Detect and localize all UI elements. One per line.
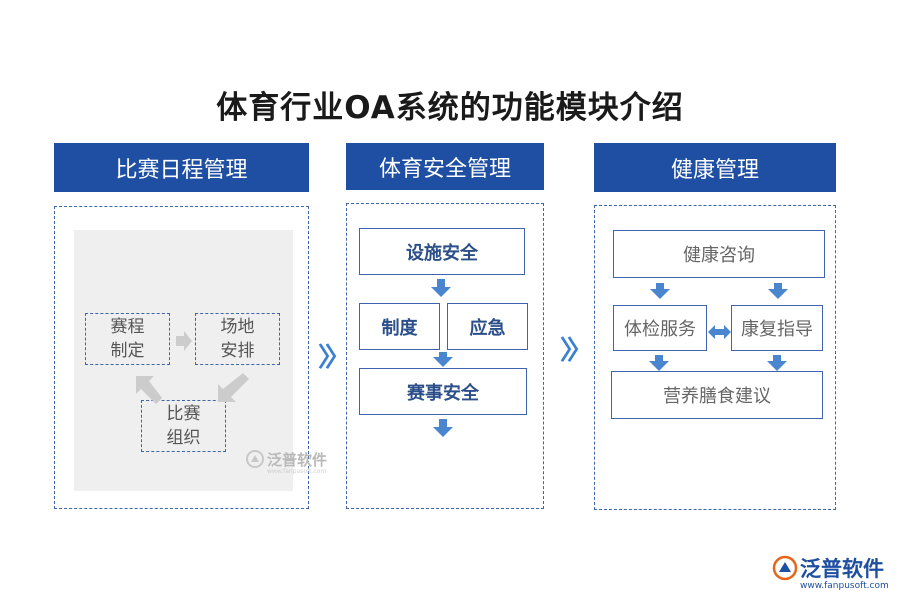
panel-schedule-management	[54, 206, 309, 509]
event-safety-box: 赛事安全	[359, 368, 527, 415]
safety-flow-arrows	[431, 279, 453, 437]
arrow-down-left-icon	[218, 373, 249, 402]
header-schedule-management: 比赛日程管理	[54, 143, 309, 192]
arrow-down-icon	[767, 355, 787, 371]
page-title: 体育行业OA系统的功能模块介绍	[216, 90, 684, 126]
schedule-gray-area	[74, 230, 293, 491]
venue-arrangement-box: 场地 安排	[195, 313, 280, 365]
health-checkup-box: 体检服务	[613, 305, 707, 351]
double-arrow-icon	[708, 325, 731, 339]
arrow-down-icon	[768, 283, 788, 299]
arrow-down-icon	[433, 352, 453, 367]
arrow-up-left-icon	[136, 376, 162, 404]
health-flow-arrows	[649, 283, 788, 371]
panel-safety-management	[346, 203, 544, 509]
arrow-down-icon	[649, 355, 669, 371]
header-safety-management: 体育安全管理	[346, 143, 544, 190]
system-box: 制度	[359, 303, 440, 350]
panel-health-management	[594, 205, 836, 510]
brand-url: www.fanpusoft.com	[800, 581, 889, 591]
double-chevron-right-icon: 〉〉	[560, 336, 593, 366]
watermark-text: 泛普软件	[267, 451, 328, 469]
brand-logo-icon	[772, 555, 798, 581]
rehab-guidance-box: 康复指导	[731, 305, 823, 351]
arrow-down-icon	[431, 279, 451, 297]
watermark-logo-icon	[246, 450, 264, 468]
arrow-down-icon	[433, 419, 453, 437]
watermark-url: www.fanpusoft.com	[267, 468, 327, 475]
arrow-right-icon	[176, 331, 192, 351]
facility-safety-box: 设施安全	[359, 228, 525, 275]
watermark-logo: 泛普软件 www.fanpusoft.com	[245, 447, 335, 477]
nutrition-advice-box: 营养膳食建议	[611, 371, 823, 419]
schedule-making-box: 赛程 制定	[85, 313, 170, 365]
brand-name: 泛普软件	[800, 557, 884, 581]
schedule-flow-arrows	[136, 331, 249, 404]
match-organization-box: 比赛 组织	[141, 400, 226, 452]
double-chevron-right-icon: 〉〉	[318, 343, 351, 373]
header-health-management: 健康管理	[594, 143, 836, 192]
health-consult-box: 健康咨询	[613, 230, 825, 278]
arrow-down-icon	[650, 283, 670, 299]
emergency-box: 应急	[447, 303, 528, 350]
brand-logo: 泛普软件 www.fanpusoft.com	[772, 553, 897, 598]
